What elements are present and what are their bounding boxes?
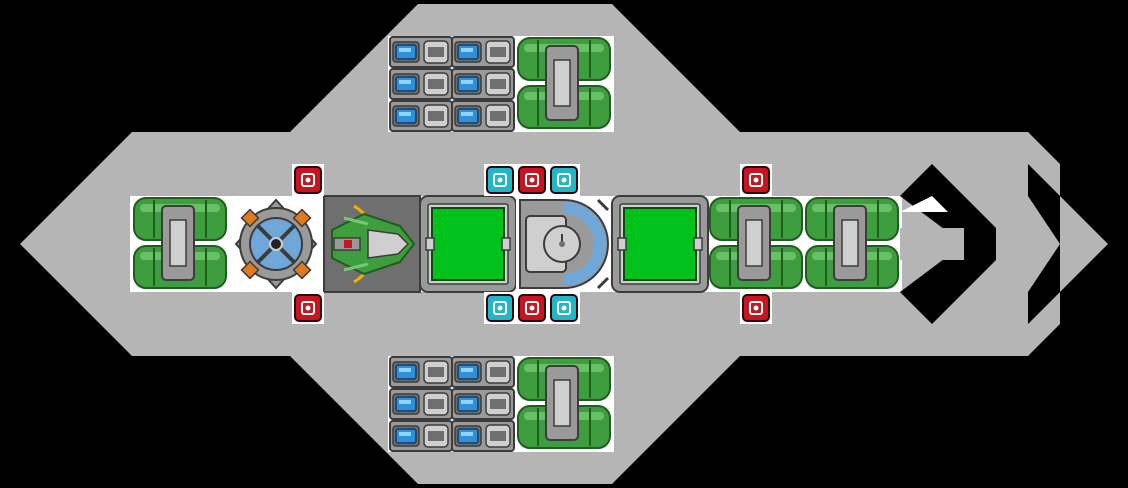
maneuver-thruster-red[interactable] (292, 164, 324, 196)
battery-module[interactable] (451, 420, 515, 452)
cargo-container[interactable] (419, 195, 517, 293)
cargo-container[interactable] (611, 195, 709, 293)
battery-module[interactable] (451, 68, 515, 100)
cockpit[interactable] (323, 195, 421, 293)
fuel-tank[interactable] (517, 357, 611, 449)
maneuver-thruster-red[interactable] (292, 292, 324, 324)
main-engine[interactable] (900, 164, 1108, 324)
maneuver-thruster-red[interactable] (516, 292, 548, 324)
battery-module[interactable] (451, 356, 515, 388)
fuel-tank[interactable] (805, 197, 899, 289)
battery-module[interactable] (451, 100, 515, 132)
battery-module[interactable] (389, 420, 453, 452)
fuel-tank[interactable] (133, 197, 227, 289)
battery-module[interactable] (389, 68, 453, 100)
maneuver-thruster-red[interactable] (740, 164, 772, 196)
maneuver-thruster-cyan[interactable] (484, 164, 516, 196)
battery-module[interactable] (389, 388, 453, 420)
maneuver-thruster-red[interactable] (740, 292, 772, 324)
shield-generator[interactable] (516, 196, 612, 292)
maneuver-thruster-red[interactable] (516, 164, 548, 196)
battery-module[interactable] (451, 388, 515, 420)
reactor-core[interactable] (228, 196, 324, 292)
fuel-tank[interactable] (517, 37, 611, 129)
battery-module[interactable] (451, 36, 515, 68)
battery-module[interactable] (389, 36, 453, 68)
maneuver-thruster-cyan[interactable] (484, 292, 516, 324)
fuel-tank[interactable] (709, 197, 803, 289)
maneuver-thruster-cyan[interactable] (548, 164, 580, 196)
battery-module[interactable] (389, 100, 453, 132)
engine-exhaust (900, 164, 1060, 324)
battery-module[interactable] (389, 356, 453, 388)
maneuver-thruster-cyan[interactable] (548, 292, 580, 324)
